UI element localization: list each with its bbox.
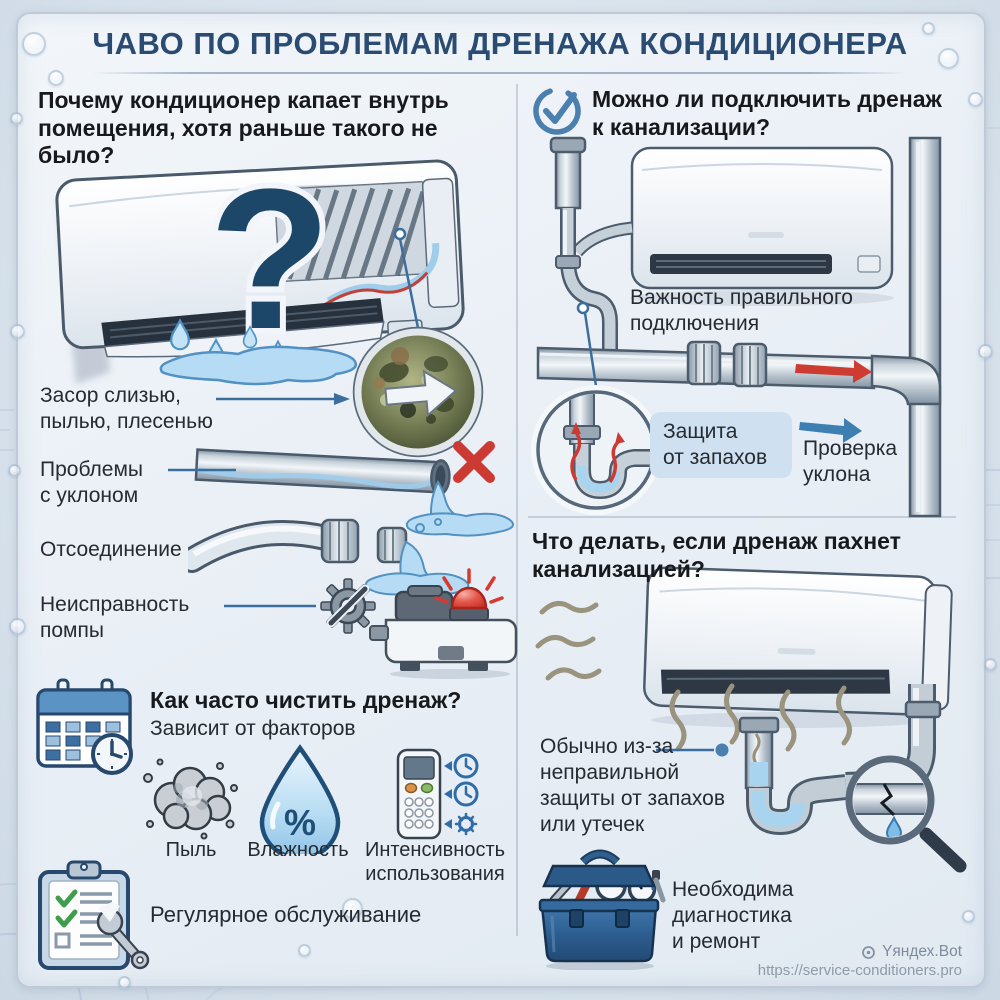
question-sewer: Можно ли подключить дренаж к канализации… <box>592 86 942 140</box>
right-section-divider <box>528 516 956 518</box>
question-mark-icon: ? <box>209 148 331 371</box>
factor-usage-label: Интенсивность использования <box>364 839 506 885</box>
flow-direction-arrow <box>795 360 872 383</box>
trap-protection-badge: Защита от запахов <box>650 412 792 479</box>
zoom-arrow-icon <box>384 369 458 418</box>
water-droplet-decor <box>922 22 935 35</box>
cause-disconnect-label: Отсоединение <box>40 538 182 561</box>
smelly-ac-illustration <box>535 566 967 873</box>
water-droplet-decor <box>978 344 993 359</box>
water-droplet-decor <box>48 70 64 86</box>
slope-pipe-illustration <box>194 441 514 537</box>
callout-dot <box>393 227 407 241</box>
magnifier-leak-icon <box>845 755 967 873</box>
smell-cause-note: Обычно из-за неправильной защиты от запа… <box>540 735 725 837</box>
water-droplet-decor <box>342 898 363 919</box>
broken-gear-icon <box>320 578 376 634</box>
water-droplet-decor <box>968 92 983 107</box>
cause-pump-label: Неисправность помпы <box>40 593 190 643</box>
question-leak: Почему кондиционер капает внутрь помещен… <box>38 87 449 169</box>
sewer-connection-illustration <box>536 136 942 518</box>
column-divider <box>516 84 518 936</box>
water-droplet-decor <box>10 324 25 339</box>
slope-check-note: Проверка уклона <box>803 437 898 487</box>
question-smell: Что делать, если дренаж пахнет канализац… <box>532 528 901 582</box>
leaking-ac-illustration: ? <box>55 142 465 386</box>
water-droplet-decor <box>962 910 975 923</box>
slope-check-arrow <box>799 418 862 443</box>
trap-badge-label: Защита от запахов <box>663 420 768 470</box>
cause-slope-label: Проблемы с уклоном <box>40 458 144 508</box>
water-puddle <box>159 345 358 386</box>
maintenance-checklist-icon <box>38 860 150 970</box>
water-droplet-decor <box>938 48 959 69</box>
siphon-trap-inset <box>531 385 661 515</box>
water-droplet-decor <box>118 976 131 989</box>
water-droplet-decor <box>10 112 23 125</box>
footer-brand-label: Yяндех.Bot <box>882 943 962 960</box>
alarm-beacon-icon <box>434 568 504 621</box>
checkmark-icons <box>55 889 78 928</box>
water-droplet-decor <box>22 32 46 56</box>
percent-symbol: % <box>284 802 316 843</box>
check-circle-icon <box>533 87 581 135</box>
water-droplet-decor <box>298 944 311 957</box>
footer-url: https://service-conditioners.pro <box>757 962 962 979</box>
mold-clog-inset <box>352 326 484 458</box>
smell-waves <box>535 600 852 752</box>
factor-humidity-label: Влажность <box>247 839 349 861</box>
question-cleaning: Как часто чистить дренаж? <box>150 687 462 713</box>
clock-arrow-icons <box>444 753 479 807</box>
brand-icon <box>862 945 875 959</box>
water-droplet-decor <box>8 464 21 477</box>
disconnected-hose-illustration <box>188 518 470 597</box>
page-title: ЧАВО ПО ПРОБЛЕМАМ ДРЕНАЖА КОНДИЦИОНЕРА <box>92 26 908 61</box>
factor-dust-label: Пыль <box>165 839 217 861</box>
humidity-drop-icon: % <box>259 744 341 854</box>
water-droplet-decor <box>9 618 26 635</box>
cleaning-answer: Зависит от факторов <box>150 717 356 740</box>
title-divider <box>92 72 908 74</box>
dust-icon <box>143 758 238 840</box>
calendar-clock-icon <box>36 678 133 775</box>
maintenance-label: Регулярное обслуживание <box>150 902 422 927</box>
connection-note: Важность правильного подключения <box>630 286 853 336</box>
wrench-icon <box>96 902 150 970</box>
usage-intensity-icon <box>396 748 479 840</box>
pump-failure-illustration <box>320 568 518 679</box>
toolbox-icon <box>538 849 666 970</box>
gear-arrow-icon <box>444 812 478 836</box>
water-droplet-decor <box>984 658 997 671</box>
repair-note: Необходима диагностика и ремонт <box>672 878 794 954</box>
cause-clog-label: Засор слизью, пылью, плесенью <box>40 384 213 434</box>
callout-dot <box>576 301 590 315</box>
error-cross-icon <box>453 441 495 483</box>
footer-brand: Yяндех.Bot <box>700 943 962 961</box>
